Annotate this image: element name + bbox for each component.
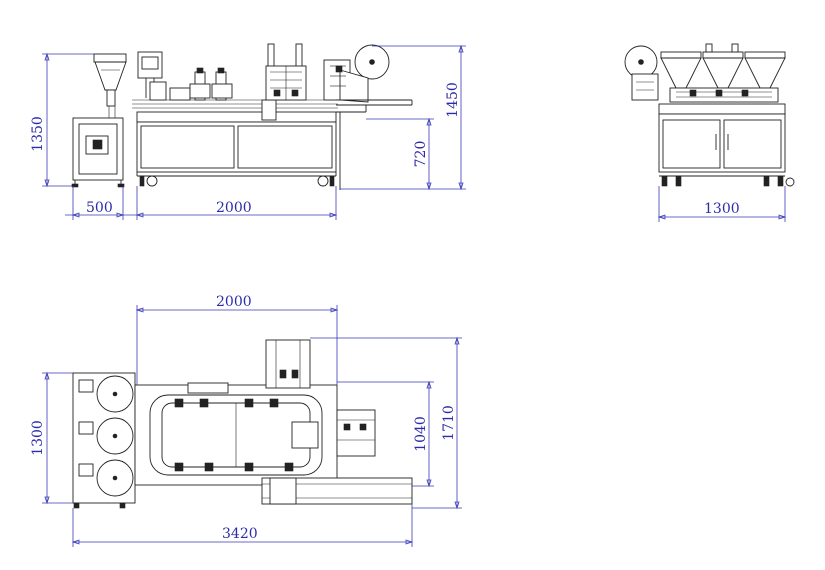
dim-top-depth: 1300 — [30, 420, 46, 456]
hopper — [93, 53, 127, 107]
side-roll — [624, 45, 658, 79]
dim-side-width: 1300 — [704, 201, 740, 217]
dim-total-length: 3420 — [222, 526, 258, 542]
output-conveyor — [336, 99, 413, 190]
side-view: 1300 — [624, 43, 795, 222]
dim-height-max: 1450 — [445, 82, 461, 118]
side-cabinet — [658, 103, 795, 187]
main-frame — [132, 99, 338, 187]
dim-height-table: 720 — [413, 141, 429, 168]
side-dimension-lines — [657, 186, 787, 222]
dim-inlet-width: 500 — [86, 200, 113, 216]
dim-frame-length: 2000 — [216, 200, 252, 216]
dim-height-total: 1350 — [30, 116, 46, 152]
side-mechanism — [631, 73, 779, 103]
filling-stations — [149, 43, 307, 121]
top-output-conveyor — [261, 477, 413, 505]
film-roll-unit — [323, 44, 390, 103]
front-view: 500 2000 1350 720 1450 — [30, 43, 466, 220]
film-roll-housing — [72, 372, 136, 509]
dim-top-length: 2000 — [216, 294, 252, 310]
top-sealing-unit — [336, 409, 376, 457]
inlet-cabinet — [71, 106, 125, 188]
dim-depth-total: 1710 — [441, 405, 457, 441]
top-filling-unit — [265, 339, 319, 449]
top-view: 2000 1300 1040 1710 3420 — [30, 294, 462, 547]
top-dimension-lines — [42, 305, 462, 547]
side-hoppers — [660, 43, 786, 89]
front-dimension-lines — [42, 44, 466, 220]
dim-track-width: 1040 — [413, 416, 429, 452]
